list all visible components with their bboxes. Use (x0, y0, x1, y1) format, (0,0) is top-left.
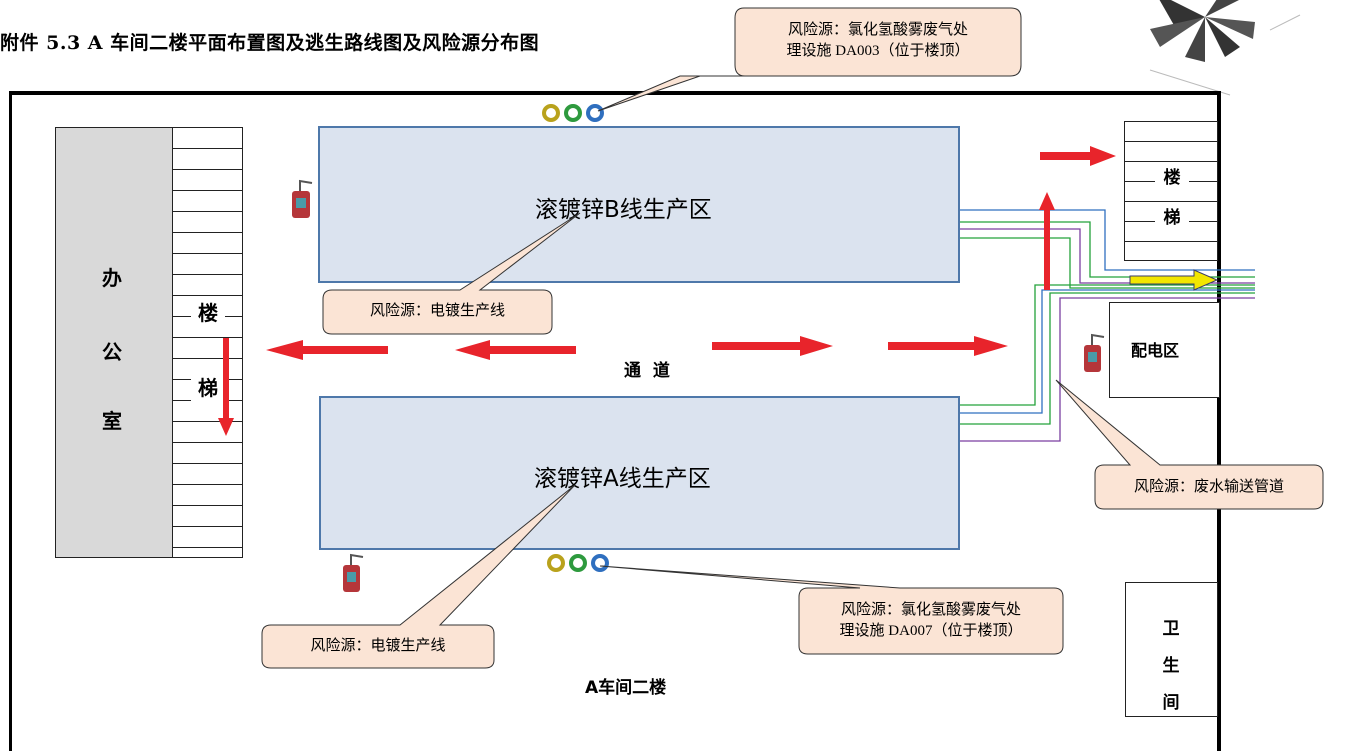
pipe-line (960, 221, 1255, 278)
office-label-2: 公 (102, 340, 122, 364)
callout-top-line-2: 理设施 DA003（位于楼顶） (786, 43, 970, 59)
callout-line-a-text: 风险源：电镀生产线 (310, 638, 446, 654)
ring-tank-icon (547, 554, 609, 572)
ring-tank-icon (542, 104, 604, 122)
stairs-left-label-1: 楼 (191, 297, 225, 326)
office-label-1: 办 (102, 266, 122, 290)
page-title: 附件 5.3 A 车间二楼平面布置图及逃生路线图及风险源分布图 (0, 32, 540, 54)
production-area-b (318, 126, 960, 283)
pipe-line (960, 292, 1255, 425)
wastewater-arrow (1129, 269, 1219, 291)
evacuation-arrow (712, 336, 833, 356)
toilet-label-3: 间 (1162, 693, 1180, 713)
toilet-room (1125, 582, 1218, 717)
production-area-a-label: 滚镀锌A线生产区 (534, 466, 711, 492)
floor-label: A车间二楼 (585, 678, 667, 698)
pipe-line (960, 228, 1255, 284)
production-area-b-label: 滚镀锌B线生产区 (535, 197, 712, 223)
evacuation-arrow (1039, 192, 1055, 290)
pipe-line (960, 284, 1255, 406)
callout-bottom-line-2: 理设施 DA007（位于楼顶） (839, 623, 1023, 639)
evacuation-arrow (1040, 146, 1116, 166)
fire-extinguisher-icon (292, 179, 313, 218)
callout-top-facility-text: 风险源：氯化氢酸雾废气处 理设施 DA003（位于楼顶） (745, 20, 1011, 62)
power-room-label: 配电区 (1131, 341, 1180, 360)
fire-extinguisher-icon (343, 553, 364, 592)
power-room (1109, 302, 1220, 398)
evacuation-arrow (455, 340, 576, 360)
toilet-label-2: 生 (1162, 656, 1180, 676)
pipe-line (960, 297, 1255, 442)
stairs-left (172, 127, 243, 558)
office-label-3: 室 (102, 409, 122, 433)
callout-top-facility (597, 7, 1022, 112)
stairs-right (1124, 121, 1218, 261)
workshop-outline (9, 91, 1221, 751)
callout-pipeline (1055, 379, 1324, 510)
callout-line-b-text: 风险源：电镀生产线 (369, 303, 505, 319)
production-area-a (319, 396, 960, 550)
callout-pipeline-text: 风险源：废水输送管道 (1133, 479, 1284, 495)
callout-bottom-facility-text: 风险源：氯化氢酸雾废气处 理设施 DA007（位于楼顶） (799, 600, 1063, 642)
fire-extinguisher-icon (1084, 333, 1105, 372)
callout-bottom-facility (599, 565, 1064, 655)
stairs-left-label-2: 梯 (191, 372, 225, 401)
callout-top-line-1: 风险源：氯化氢酸雾废气处 (787, 22, 968, 38)
callout-line-a (261, 484, 576, 669)
pipe-line (960, 289, 1255, 414)
stairs-right-label-2: 梯 (1155, 203, 1189, 228)
stairs-right-label-1: 楼 (1155, 163, 1189, 188)
callout-line-b (322, 212, 581, 335)
corridor-label: 通 道 (624, 361, 670, 381)
toilet-label-1: 卫 (1162, 619, 1180, 639)
evacuation-arrow (266, 340, 388, 360)
evacuation-arrow (888, 336, 1008, 356)
pipe-line (960, 237, 1255, 289)
pipe-line (960, 209, 1255, 271)
evacuation-arrow (218, 338, 234, 436)
office-room (55, 127, 173, 558)
callout-bottom-line-1: 风险源：氯化氢酸雾废气处 (840, 602, 1021, 618)
